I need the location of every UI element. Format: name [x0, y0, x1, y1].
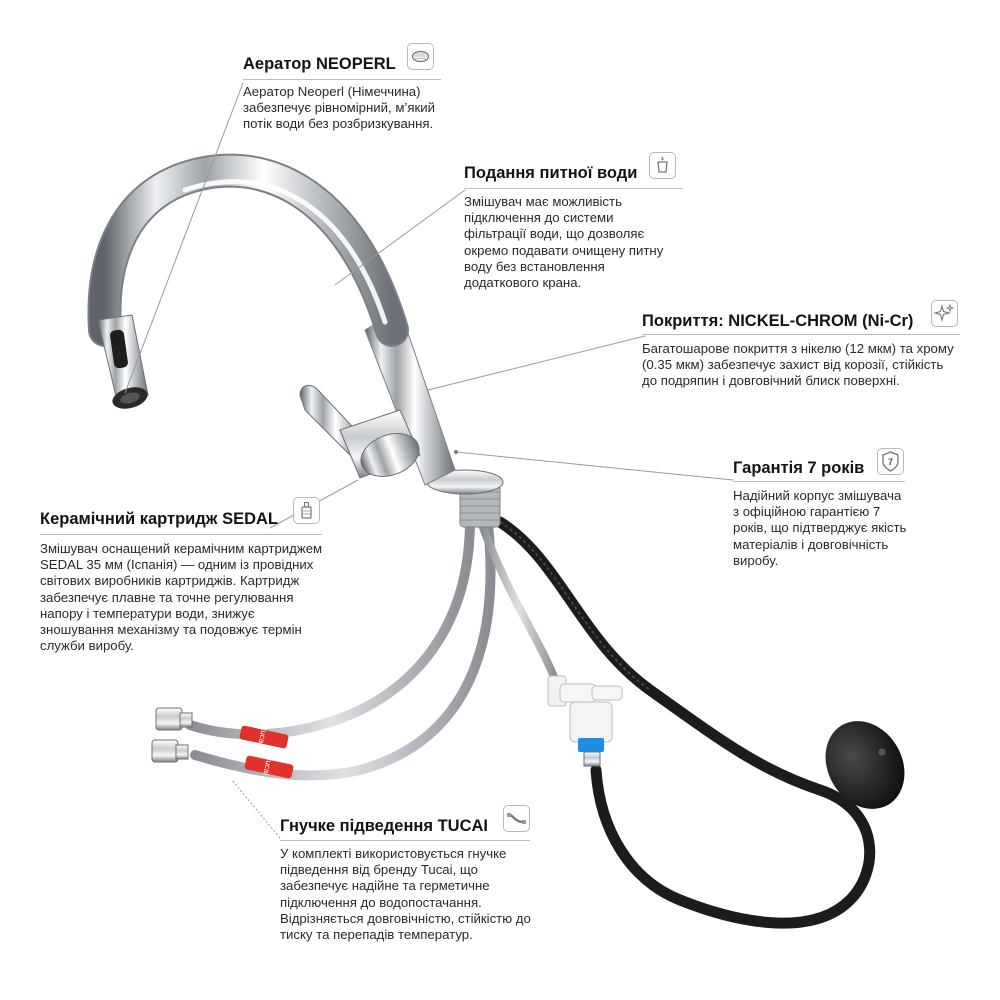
flexible-hose-icon: [503, 805, 530, 832]
warranty-badge-icon: 7: [877, 448, 904, 475]
callout-hoses-rule: [280, 840, 530, 841]
hose-nut-upper: [155, 707, 193, 731]
filter-hose: [478, 521, 560, 686]
callout-hoses-text: У комплекті використовується гнучке підв…: [280, 846, 531, 943]
callout-coating-text: Багатошарове покриття з нікелю (12 мкм) …: [642, 341, 954, 389]
callout-aerator-text: Аератор Neoperl (Німеччина) забезпечує р…: [243, 84, 435, 132]
callout-cartridge-text: Змішувач оснащений керамічним картриджем…: [40, 541, 323, 654]
warranty-badge-number: 7: [888, 457, 893, 467]
sparkle-icon: [931, 300, 958, 327]
braided-hose-left: [185, 515, 475, 740]
hose-weight: [825, 721, 905, 809]
callout-aerator-rule: [243, 79, 441, 80]
callout-hoses-title: Гнучке підведення TUCAI: [280, 817, 489, 835]
brand-band-upper: tucai: [239, 725, 289, 749]
brand-band-label: tucai: [261, 757, 273, 776]
t-valve: [547, 675, 623, 767]
callout-drinking-water-text: Змішувач має можливість підключення до с…: [464, 194, 664, 291]
aerator-icon: [407, 43, 434, 70]
lever-handle: [299, 384, 421, 479]
callout-coating-title: Покриття: NICKEL-CHROM (Ni-Cr): [642, 312, 914, 330]
cartridge-icon: [293, 497, 320, 524]
pull-out-hose: [494, 516, 876, 929]
spray-head: [97, 314, 149, 409]
callout-cartridge-title: Керамічний картридж SEDAL: [40, 510, 278, 528]
callout-drinking-water-title: Подання питної води: [464, 164, 638, 182]
callout-aerator-title: Аератор NEOPERL: [243, 55, 396, 73]
brand-band-label: tucai: [256, 727, 268, 746]
callout-drinking-water-rule: [464, 188, 682, 189]
water-glass-icon: [649, 152, 676, 179]
callout-cartridge-rule: [40, 534, 322, 535]
callout-warranty-rule: [733, 481, 905, 482]
leader-aerator: [124, 82, 244, 394]
brand-band-lower: tucai: [244, 755, 294, 779]
callout-warranty-title: Гарантія 7 років: [733, 459, 865, 477]
leader-warranty: [455, 451, 734, 481]
leader-coating: [427, 335, 646, 391]
leader-drinking-water: [334, 189, 466, 286]
leader-hoses: [231, 779, 281, 839]
callout-coating-rule: [642, 334, 960, 335]
callout-warranty-text: Надійний корпус змішувача з офіційною га…: [733, 488, 907, 568]
hose-nut-lower: [151, 739, 189, 763]
